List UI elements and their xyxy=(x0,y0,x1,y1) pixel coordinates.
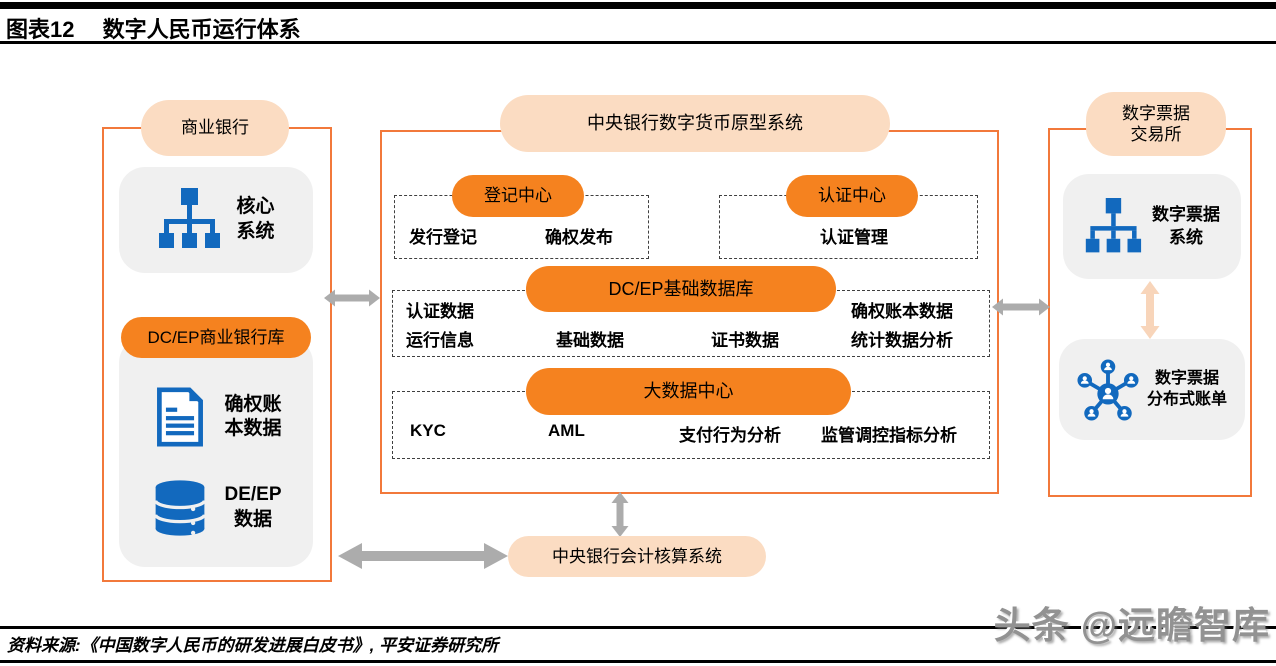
digital-bill-system-label: 数字票据 系统 xyxy=(1152,205,1220,247)
registration-item: 确权发布 xyxy=(545,228,613,247)
digital-bill-system-card: 数字票据 系统 xyxy=(1063,174,1241,279)
hierarchy-icon xyxy=(1085,197,1142,252)
big-data-center-title: 大数据中心 xyxy=(526,368,851,415)
bottom-divider xyxy=(0,660,1276,663)
distributed-ledger-label: 数字票据 分布式账单 xyxy=(1146,369,1227,408)
vertical-double-arrow xyxy=(611,492,629,537)
vertical-double-arrow-peach xyxy=(1140,281,1160,339)
hierarchy-icon xyxy=(159,188,221,248)
dcep-commercial-db-card: 确权账 本数据 DE/EP 数据 xyxy=(119,337,313,567)
horizontal-double-arrow xyxy=(324,289,380,307)
dcep-db-item: 运行信息 xyxy=(406,331,474,350)
horizontal-double-arrow-long xyxy=(338,543,508,569)
dcep-data-row: DE/EP 数据 xyxy=(150,478,282,538)
footer-divider xyxy=(0,626,1276,629)
dcep-data-label: DE/EP 数据 xyxy=(224,483,282,530)
figure-title: 图表12 数字人民币运行体系 xyxy=(6,17,301,42)
top-divider xyxy=(0,2,1276,9)
big-data-item: 监管调控指标分析 xyxy=(821,426,957,445)
core-system-card: 核心 系统 xyxy=(119,167,313,273)
dcep-db-item: 基础数据 xyxy=(556,331,624,350)
digital-bill-exchange-title: 数字票据 交易所 xyxy=(1086,92,1226,156)
distributed-ledger-card: 数字票据 分布式账单 xyxy=(1059,339,1245,440)
dcep-db-item: 认证数据 xyxy=(406,302,474,321)
commercial-bank-title: 商业银行 xyxy=(141,100,289,156)
core-system-label: 核心 系统 xyxy=(236,196,275,242)
source-note: 资料来源:《中国数字人民币的研发进展白皮书》, 平安证券研究所 xyxy=(7,636,499,655)
authentication-item: 认证管理 xyxy=(820,228,888,247)
big-data-item: KYC xyxy=(410,421,446,440)
horizontal-double-arrow xyxy=(992,298,1050,316)
document-icon xyxy=(157,387,204,447)
registration-center-title: 登记中心 xyxy=(452,175,584,217)
dcep-commercial-bank-db-title: DC/EP商业银行库 xyxy=(121,317,311,358)
central-bank-prototype-title: 中央银行数字货币原型系统 xyxy=(500,95,890,152)
network-users-icon xyxy=(1077,358,1139,421)
dcep-db-item: 统计数据分析 xyxy=(851,331,953,350)
dcep-db-item: 证书数据 xyxy=(711,331,779,350)
watermark: 头条 @远瞻智库 xyxy=(993,605,1270,646)
central-bank-accounting-system: 中央银行会计核算系统 xyxy=(508,536,766,577)
dcep-db-item: 确权账本数据 xyxy=(851,302,953,321)
big-data-item: AML xyxy=(548,421,585,440)
ledger-data-row: 确权账 本数据 xyxy=(150,386,282,448)
big-data-item: 支付行为分析 xyxy=(679,426,781,445)
database-icon xyxy=(154,480,207,536)
registration-item: 发行登记 xyxy=(409,228,477,247)
ledger-data-label: 确权账 本数据 xyxy=(224,393,282,440)
title-divider xyxy=(0,41,1276,44)
authentication-center-title: 认证中心 xyxy=(786,175,918,217)
dcep-base-database-title: DC/EP基础数据库 xyxy=(526,266,836,312)
